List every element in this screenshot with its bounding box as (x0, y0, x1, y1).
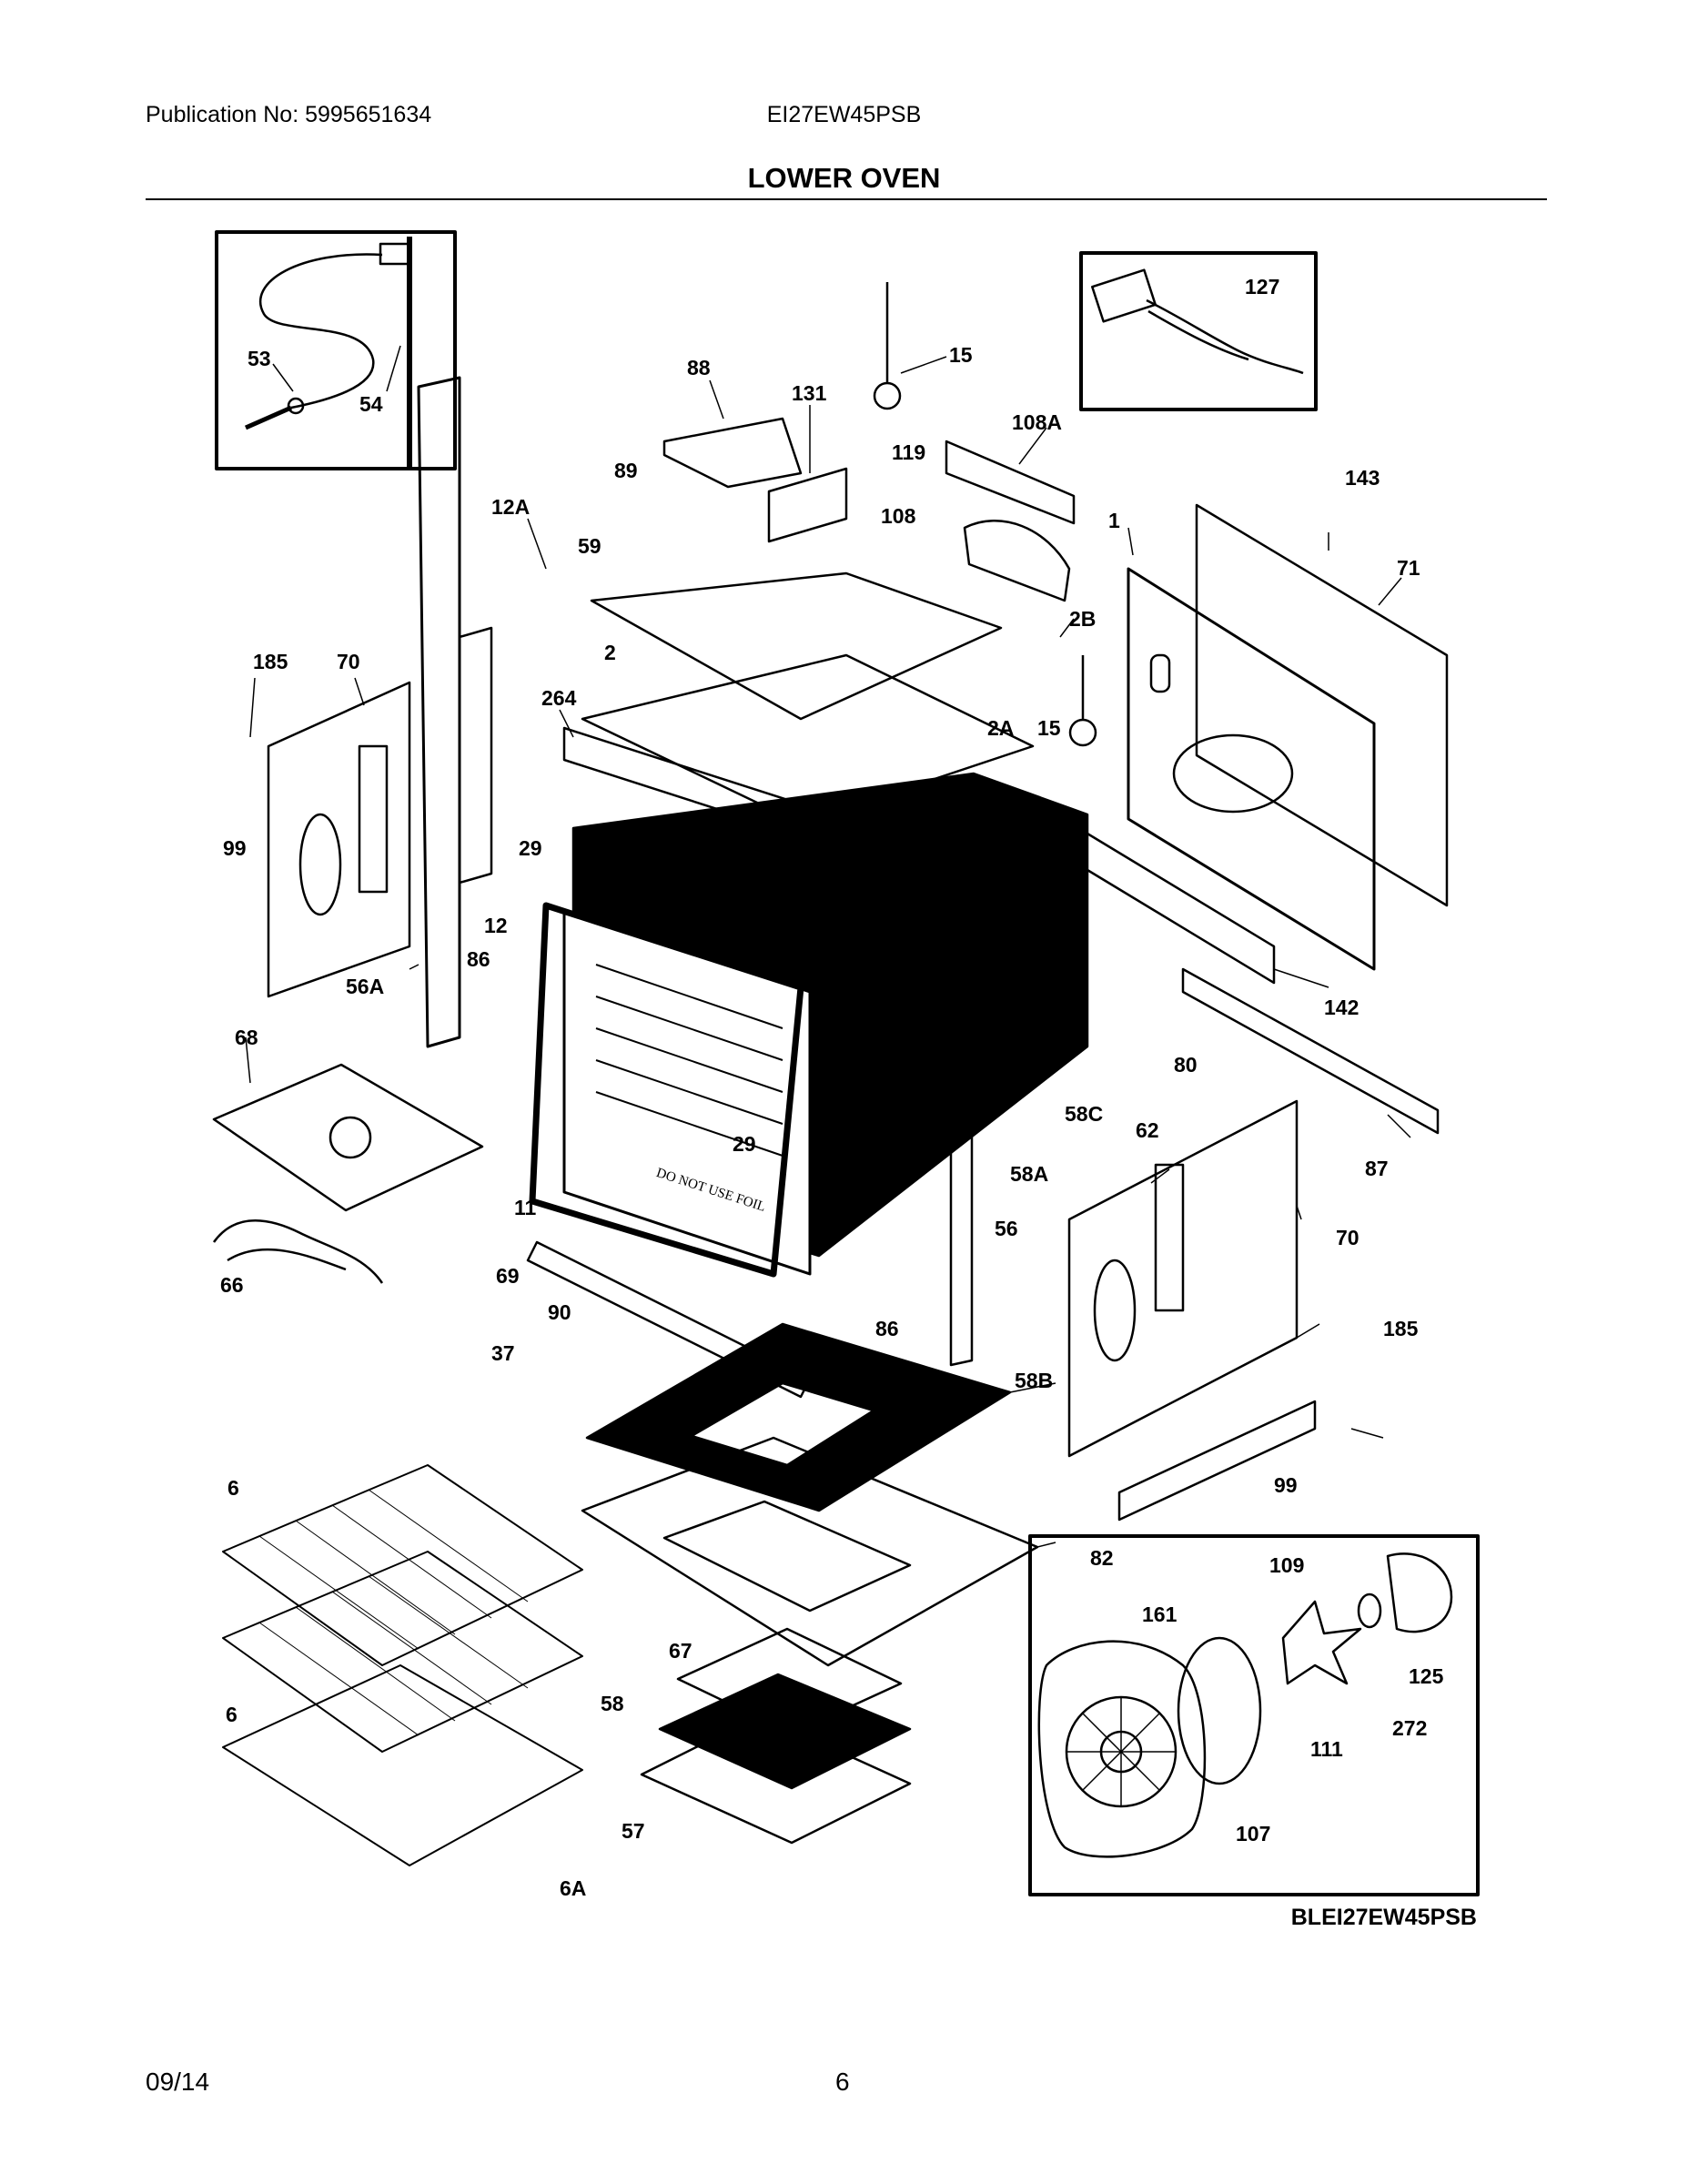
callout-2B: 2B (1069, 607, 1096, 631)
callout-68: 68 (235, 1026, 258, 1049)
callout-87: 87 (1365, 1157, 1389, 1180)
callout-88: 88 (687, 356, 711, 379)
section-title: LOWER OVEN (747, 162, 941, 194)
callout-29-inside: 29 (733, 1132, 756, 1156)
callout-119: 119 (892, 440, 925, 464)
trim-strips (526, 794, 1440, 1399)
oven-racks (222, 1464, 583, 1866)
callout-58C: 58C (1065, 1102, 1103, 1126)
callout-56: 56 (995, 1217, 1018, 1240)
callout-29-top: 29 (519, 836, 542, 860)
header-divider (146, 198, 1547, 200)
callout-127: 127 (1245, 275, 1279, 298)
inset-wiring-harness (1079, 251, 1318, 411)
callout-12: 12 (484, 914, 508, 937)
callout-70-left: 70 (337, 650, 360, 673)
callout-80: 80 (1174, 1053, 1198, 1077)
diagram-code: BLEI27EW45PSB (1290, 1905, 1477, 1930)
callout-labels: 53 54 88 15 131 127 108A 119 89 108 12A … (220, 275, 1444, 1900)
callout-69: 69 (496, 1264, 520, 1288)
callout-58: 58 (601, 1692, 624, 1715)
callout-59: 59 (578, 534, 601, 558)
callout-111: 111 (1310, 1737, 1343, 1761)
callout-53: 53 (248, 347, 271, 370)
publication-number: Publication No: 5995651634 (146, 102, 432, 127)
side-panel-left (267, 376, 493, 1048)
callout-2: 2 (604, 641, 616, 664)
callout-37: 37 (491, 1341, 515, 1365)
callout-109: 109 (1269, 1553, 1304, 1577)
top-components (662, 282, 1097, 747)
callout-86-top: 86 (467, 947, 490, 971)
callout-12A: 12A (491, 495, 530, 519)
callout-15-top: 15 (949, 343, 973, 367)
callout-56A: 56A (346, 975, 384, 998)
callout-86-bottom: 86 (875, 1317, 899, 1340)
callout-54: 54 (359, 392, 383, 416)
callout-2A: 2A (987, 716, 1014, 740)
callout-107: 107 (1236, 1822, 1270, 1845)
page-number: 6 (835, 2068, 850, 2096)
callout-82: 82 (1090, 1546, 1114, 1570)
callout-125: 125 (1409, 1664, 1444, 1688)
callout-62: 62 (1136, 1118, 1159, 1142)
bake-element (212, 1063, 484, 1284)
callout-70-right: 70 (1336, 1226, 1359, 1249)
callout-108: 108 (881, 504, 916, 528)
callout-90: 90 (548, 1300, 571, 1324)
callout-272: 272 (1392, 1716, 1427, 1740)
top-cover (562, 571, 1035, 844)
callout-89: 89 (614, 459, 638, 482)
callout-6-mid: 6 (226, 1703, 238, 1726)
callout-1: 1 (1108, 509, 1120, 532)
inset-convection-fan (1028, 1534, 1480, 1896)
callout-161: 161 (1142, 1603, 1178, 1626)
oven-cavity: DO NOT USE FOIL (529, 772, 1089, 1278)
callout-11: 11 (514, 1196, 537, 1219)
callout-67: 67 (669, 1639, 692, 1663)
bottom-insulation (585, 1322, 1012, 1512)
footer-date: 09/14 (146, 2068, 210, 2096)
callout-99-left: 99 (223, 836, 247, 860)
callout-185-left: 185 (253, 650, 288, 673)
callout-66: 66 (220, 1273, 244, 1297)
callout-185-right: 185 (1383, 1317, 1419, 1340)
callout-6A: 6A (560, 1876, 586, 1900)
broil-drawer-assembly (640, 1627, 912, 1845)
callout-58A: 58A (1010, 1162, 1048, 1186)
callout-108A: 108A (1012, 410, 1062, 434)
callout-143: 143 (1345, 466, 1380, 490)
callout-15-mid: 15 (1037, 716, 1061, 740)
leader-lines (245, 345, 1411, 1548)
callout-99-right: 99 (1274, 1473, 1298, 1497)
inset-temperature-sensor (215, 230, 457, 470)
callout-6-top: 6 (227, 1476, 239, 1500)
side-panel-right (1067, 1099, 1317, 1522)
callout-57: 57 (622, 1819, 645, 1843)
callout-142: 142 (1324, 996, 1359, 1019)
back-panel-right (1127, 503, 1449, 971)
callout-71: 71 (1397, 556, 1420, 580)
model-number: EI27EW45PSB (766, 102, 922, 127)
callout-131: 131 (792, 381, 827, 405)
callout-264: 264 (541, 686, 577, 710)
callout-58B: 58B (1015, 1369, 1053, 1392)
